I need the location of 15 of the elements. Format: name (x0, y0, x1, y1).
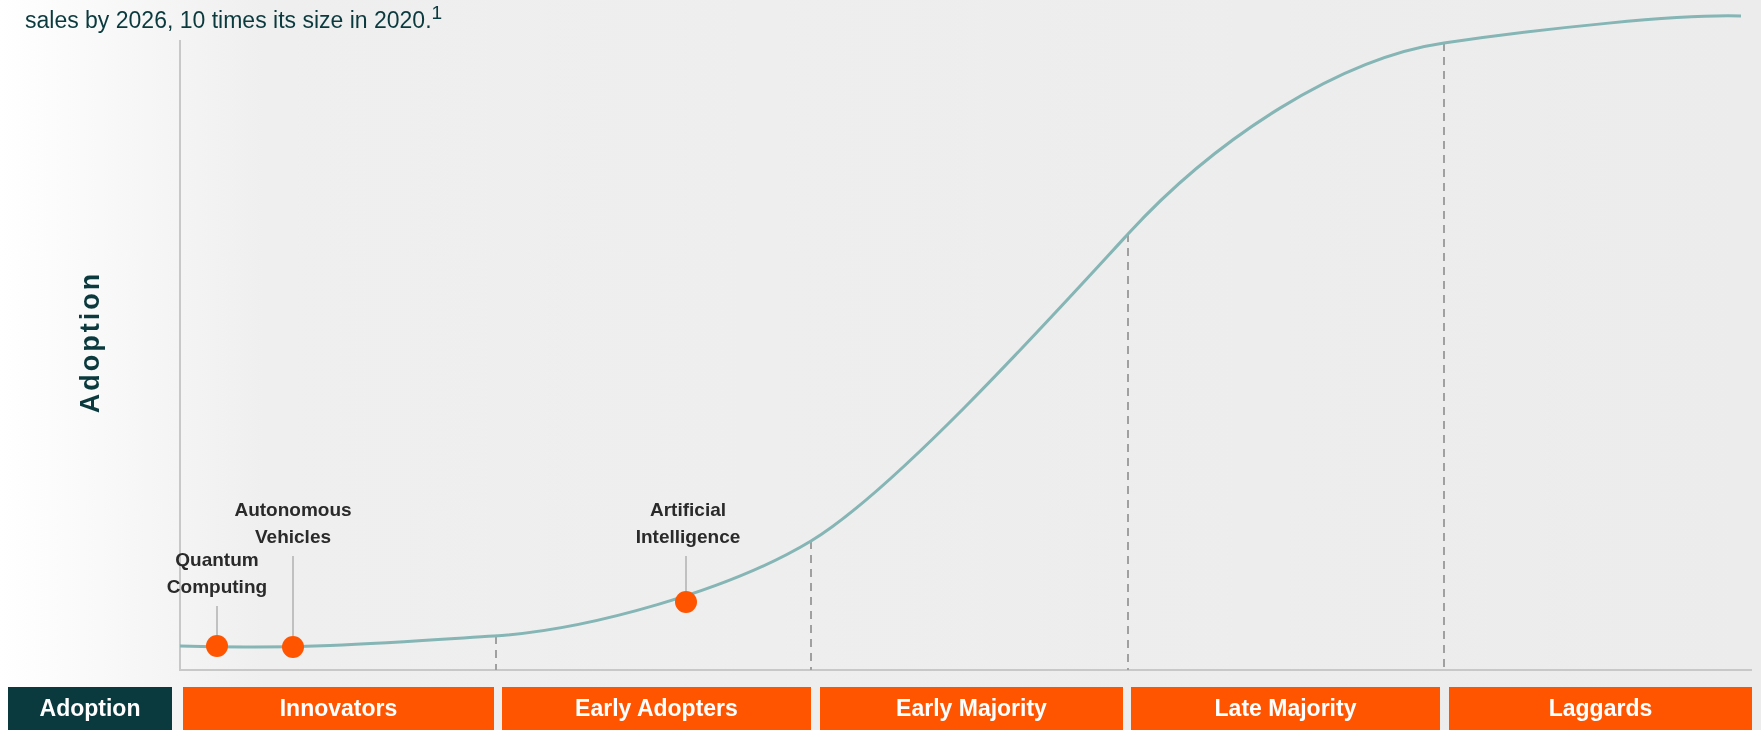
marker-dot (675, 591, 697, 613)
stage-bar: Late Majority (1131, 687, 1440, 730)
row-header: Adoption (8, 687, 172, 730)
stage-bar: Early Adopters (502, 687, 811, 730)
marker-dot (282, 636, 304, 658)
technology-label: Artificial Intelligence (603, 496, 773, 550)
axis-title: Adoption (74, 270, 106, 414)
leader-line (685, 555, 687, 592)
stage-bar: Early Majority (820, 687, 1123, 730)
stage-bar: Innovators (183, 687, 494, 730)
intro-text: sales by 2026, 10 times its size in 2020.$^{1}$ (25, 2, 443, 34)
leader-line (292, 555, 294, 637)
stage-bar: Laggards (1449, 687, 1752, 730)
leader-line (216, 605, 218, 636)
marker-dot (206, 635, 228, 657)
